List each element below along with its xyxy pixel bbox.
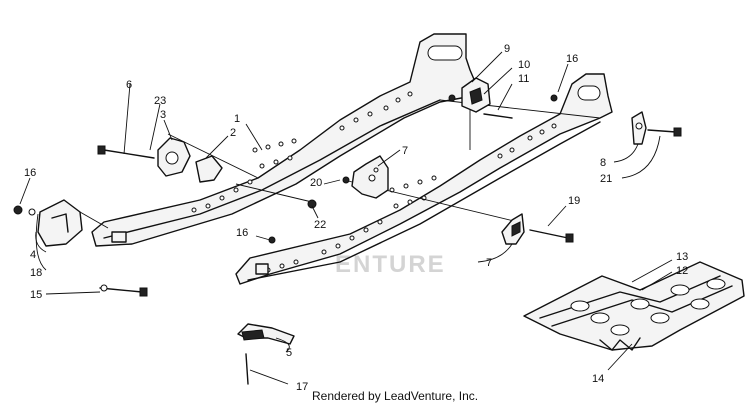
callout-16-left: 16 [24,167,36,179]
nut-22 [307,199,317,209]
callout-15: 15 [30,289,42,301]
bolt-11 [483,113,513,119]
right-rail-holes [265,123,557,273]
callout-14: 14 [592,373,604,385]
callout-1: 1 [234,113,240,125]
callout-4: 4 [30,249,36,261]
track-lugs [570,278,726,336]
footer-credit: Rendered by LeadVenture, Inc. [312,389,478,403]
callout-12: 12 [676,265,688,277]
callout-16-lower: 16 [236,227,248,239]
rear-bracket [501,213,525,245]
middle-bracket [342,155,389,199]
leader-lines [19,51,673,385]
callout-13: 13 [676,251,688,263]
left-slide-rail [91,33,477,247]
callout-17: 17 [296,381,308,393]
callout-20: 20 [310,177,322,189]
callout-labels: 1 2 3 4 5 6 7 7 8 9 10 11 12 13 14 15 16… [24,43,688,393]
callout-9: 9 [504,43,510,55]
callout-18: 18 [30,267,42,279]
callout-22: 22 [314,219,326,231]
callout-10: 10 [518,59,530,71]
callout-7-rear: 7 [486,257,492,269]
bolt-6 [97,145,155,159]
rear-plate [550,94,682,145]
callout-5: 5 [286,347,292,359]
spacer-part [195,155,223,183]
callout-23: 23 [154,95,166,107]
right-slide-rail [235,73,613,285]
front-arm-block [157,137,191,177]
front-bolt-line [79,211,109,229]
left-rail-holes [191,91,413,213]
bolt-15 [99,284,148,297]
watermark-text: ENTURE [335,251,446,278]
callout-6: 6 [126,79,132,91]
bolt-19 [529,229,574,243]
callout-8: 8 [600,157,606,169]
callout-19: 19 [568,195,580,207]
callout-7-middle: 7 [402,145,408,157]
callout-3: 3 [160,109,166,121]
callout-11: 11 [518,73,529,85]
callout-16-rear: 16 [566,53,578,65]
front-bumper-block [13,199,83,247]
callout-21: 21 [600,173,612,185]
shaft-line-22 [235,183,313,203]
callout-2: 2 [230,127,236,139]
track-section [523,261,745,351]
